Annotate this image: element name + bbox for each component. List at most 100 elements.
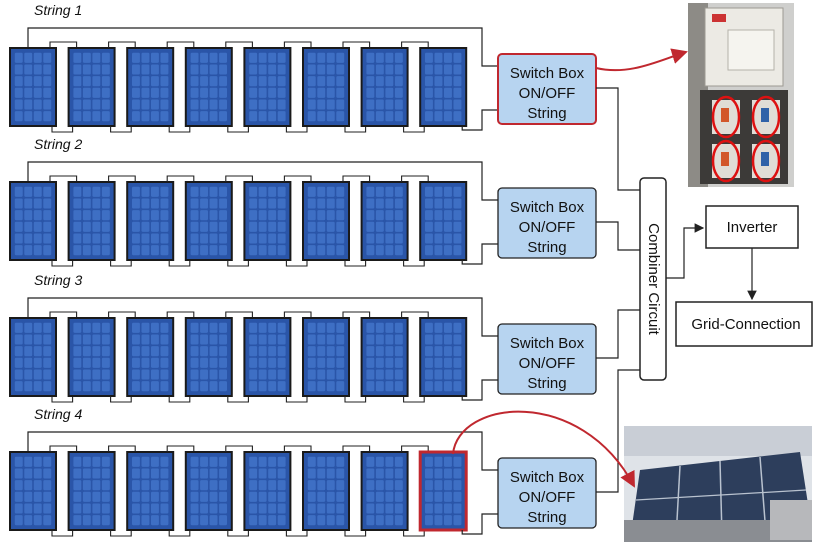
solar-panel	[419, 317, 468, 397]
string-label: String 4	[34, 406, 82, 422]
string-return-wire	[27, 27, 500, 67]
panel-interconnect	[403, 260, 425, 267]
panel-interconnect	[49, 311, 78, 318]
switch-box-label: ON/OFF	[519, 489, 576, 506]
panel-interconnect	[283, 445, 312, 452]
panel-interconnect	[342, 175, 371, 182]
switch-highlight-ring	[711, 95, 741, 139]
panel-interconnect	[108, 311, 136, 318]
solar-panel	[67, 451, 116, 531]
switch-box-label: String	[527, 105, 566, 122]
solar-panel	[243, 47, 292, 127]
solar-panel	[360, 317, 409, 397]
panel-interconnect	[344, 126, 367, 133]
switch-box-label: String	[527, 509, 566, 526]
string-output-wire	[461, 243, 500, 265]
panel-interconnect	[285, 530, 308, 537]
switch-box-label: String	[527, 375, 566, 392]
solar-panel	[184, 47, 233, 127]
red-arrow-to-cabinet	[595, 48, 688, 72]
panel-interconnect	[285, 126, 308, 133]
switch-highlight-ring	[751, 95, 781, 139]
panel-interconnect	[108, 175, 136, 182]
switch-cabinet-photo	[688, 3, 794, 187]
switch-box-label: Switch Box	[510, 199, 585, 216]
panel-interconnect	[227, 396, 249, 403]
panel-interconnect	[401, 445, 429, 452]
solar-panel	[302, 181, 350, 261]
solar-panel	[184, 181, 233, 261]
panel-interconnect	[342, 311, 371, 318]
panel-interconnect	[403, 396, 425, 403]
panel-interconnect	[285, 396, 308, 403]
string-output-wire	[461, 109, 500, 131]
panel-interconnect	[168, 530, 191, 537]
panel-interconnect	[227, 260, 249, 267]
switch-highlight-ring	[711, 139, 741, 183]
panel-interconnect	[344, 530, 367, 537]
panel-interconnect	[51, 396, 74, 403]
switch-to-combiner-wire	[596, 369, 640, 493]
panel-interconnect	[344, 396, 367, 403]
switch-to-combiner-wire	[596, 309, 640, 359]
string-return-wire	[27, 297, 500, 337]
solar-panel	[67, 47, 116, 127]
panel-interconnect	[49, 445, 78, 452]
switch-box-label: Switch Box	[510, 335, 585, 352]
solar-panel	[302, 47, 350, 127]
solar-panel	[9, 181, 57, 261]
panel-interconnect	[401, 311, 429, 318]
solar-panel	[126, 47, 175, 127]
string-return-wire	[27, 431, 500, 471]
panel-interconnect	[403, 530, 425, 537]
panel-interconnect	[283, 175, 312, 182]
switch-box-label: Switch Box	[510, 65, 585, 82]
panel-interconnect	[51, 530, 74, 537]
panel-interconnect	[168, 126, 191, 133]
panel-interconnect	[49, 41, 78, 48]
string-return-wire	[27, 161, 500, 201]
switch-to-combiner-wire	[596, 87, 640, 191]
string-output-wire	[461, 513, 500, 535]
string-output-wire	[461, 379, 500, 401]
solar-panel	[126, 317, 175, 397]
panel-interconnect	[225, 311, 253, 318]
grid-connection-box: Grid-Connection	[675, 301, 813, 347]
switch-highlight-ring	[751, 139, 781, 183]
solar-panel	[419, 47, 468, 127]
panel-interconnect	[166, 445, 195, 452]
switch-box-label: ON/OFF	[519, 355, 576, 372]
panel-interconnect	[49, 175, 78, 182]
inverter-box: Inverter	[705, 205, 799, 249]
solar-panel	[418, 450, 468, 532]
switch-to-combiner-wire	[596, 221, 640, 251]
string-label: String 1	[34, 2, 82, 18]
panel-interconnect	[108, 41, 136, 48]
panel-interconnect	[225, 175, 253, 182]
solar-panel	[302, 451, 350, 531]
string-label: String 3	[34, 272, 82, 288]
panel-interconnect	[403, 126, 425, 133]
combiner-circuit: Combiner Circuit	[639, 177, 667, 381]
panel-interconnect	[227, 530, 249, 537]
panel-interconnect	[227, 126, 249, 133]
grid-connection-label: Grid-Connection	[691, 316, 800, 333]
panel-interconnect	[401, 175, 429, 182]
solar-panel	[184, 317, 233, 397]
panel-interconnect	[344, 260, 367, 267]
panel-interconnect	[108, 445, 136, 452]
panel-interconnect	[166, 311, 195, 318]
solar-panel	[9, 47, 57, 127]
solar-panel	[243, 451, 292, 531]
pv-array-photo	[624, 426, 812, 542]
red-arrow-to-array	[452, 410, 635, 488]
solar-panel	[243, 181, 292, 261]
string-label: String 2	[34, 136, 82, 152]
panel-interconnect	[168, 396, 191, 403]
